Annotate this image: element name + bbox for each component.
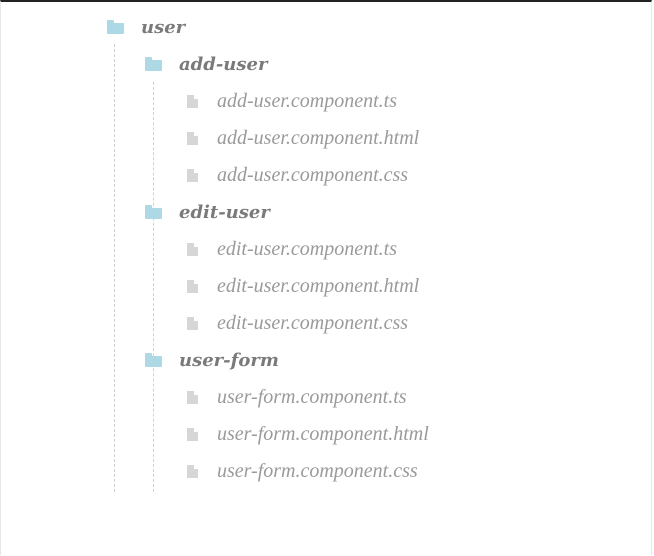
file-label: add-user.component.html [217,126,420,149]
tree-file[interactable]: user-form.component.ts [187,382,407,412]
tree-file[interactable]: user-form.component.css [187,456,418,486]
file-label: edit-user.component.html [217,274,420,297]
tree-file[interactable]: edit-user.component.css [187,308,408,338]
folder-label: add-user [179,53,268,75]
tree-guide-level-1 [114,44,115,492]
file-label: add-user.component.css [217,163,409,186]
file-icon [187,242,198,256]
tree-file[interactable]: add-user.component.ts [187,86,397,116]
file-label: user-form.component.html [217,422,429,445]
folder-label: user [141,16,186,38]
tree-folder-add-user[interactable]: add-user [145,49,267,79]
file-label: user-form.component.css [217,459,418,482]
tree-folder-edit-user[interactable]: edit-user [145,197,270,227]
tree-file[interactable]: add-user.component.css [187,160,408,190]
tree-file[interactable]: user-form.component.html [187,419,429,449]
file-icon [187,94,198,108]
tree-folder-user[interactable]: user [107,12,185,42]
file-icon [187,168,198,182]
tree-guide-level-2 [153,82,154,492]
folder-icon [145,57,162,71]
file-icon [187,427,198,441]
folder-label: user-form [179,349,279,371]
file-icon [187,316,198,330]
file-label: edit-user.component.css [217,311,409,334]
file-icon [187,464,198,478]
folder-icon [107,20,124,34]
folder-label: edit-user [179,201,270,223]
file-icon [187,279,198,293]
file-label: add-user.component.ts [217,89,397,112]
tree-file[interactable]: edit-user.component.html [187,271,419,301]
file-icon [187,131,198,145]
file-label: user-form.component.ts [217,385,407,408]
folder-icon [145,353,162,367]
tree-file[interactable]: edit-user.component.ts [187,234,397,264]
tree-folder-user-form[interactable]: user-form [145,345,279,375]
folder-icon [145,205,162,219]
file-icon [187,390,198,404]
tree-file[interactable]: add-user.component.html [187,123,419,153]
file-label: edit-user.component.ts [217,237,397,260]
